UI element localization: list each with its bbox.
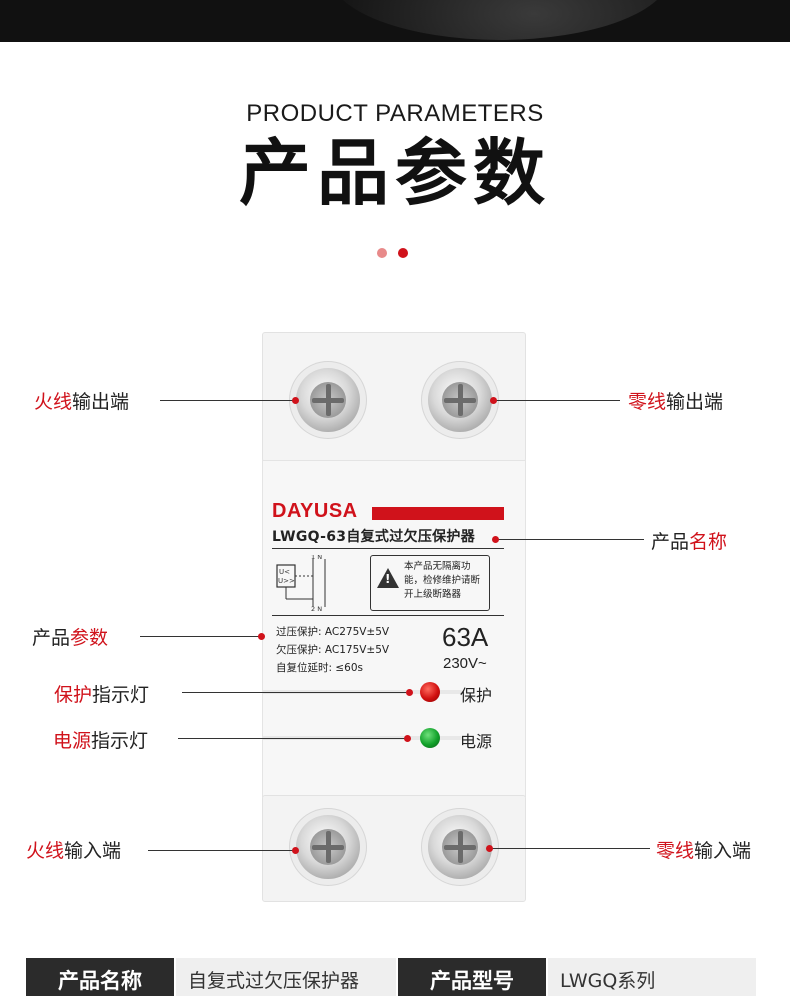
decor-dot-red — [398, 248, 408, 258]
callout-line — [160, 400, 296, 401]
schematic-box-text-1: U< — [279, 568, 290, 576]
callout-dot — [404, 735, 411, 742]
spec-undervoltage: 欠压保护: AC175V±5V — [276, 644, 390, 656]
callout-product-name: 产品名称 — [651, 531, 728, 553]
callout-line — [490, 848, 650, 849]
warning-box: 本产品无隔离功能，检修维护请断开上级断路器 — [370, 555, 490, 611]
device-model-label: LWGQ-63自复式过欠压保护器 — [272, 529, 476, 545]
brand-logo-text: DAYUSA — [272, 500, 358, 522]
product-name-value: 自复式过欠压保护器 — [176, 958, 396, 996]
current-rating: 63A — [442, 622, 489, 652]
section-title-en: PRODUCT PARAMETERS — [246, 100, 544, 127]
callout-dot — [492, 536, 499, 543]
callout-power-light: 电源指示灯 — [53, 730, 149, 752]
live-input-screw-icon — [296, 815, 360, 879]
spec-overvoltage: 过压保护: AC275V±5V — [276, 626, 390, 638]
live-output-screw-icon — [296, 368, 360, 432]
power-led-label: 电源 — [460, 732, 493, 751]
section-title-cn: 产品参数 — [238, 131, 551, 215]
neutral-input-screw-icon — [428, 815, 492, 879]
callout-protect-light: 保护指示灯 — [54, 684, 150, 706]
neutral-output-screw-icon — [428, 368, 492, 432]
callout-line — [496, 539, 644, 540]
spec-divider — [272, 615, 504, 616]
callout-neutral-input: 零线输入端 — [656, 840, 752, 862]
decor-dot-light — [377, 248, 387, 258]
callout-dot — [292, 397, 299, 404]
product-name-header: 产品名称 — [26, 958, 174, 996]
callout-line — [494, 400, 620, 401]
banner-decoration — [330, 0, 670, 40]
product-info-table: 产品名称 自复式过欠压保护器 产品型号 LWGQ系列 — [26, 958, 756, 996]
callout-line — [148, 850, 296, 851]
schematic-bottom-label: 2 N — [311, 605, 322, 611]
callout-line — [178, 738, 406, 739]
label-divider — [272, 548, 504, 549]
callout-live-output: 火线输出端 — [34, 391, 130, 413]
product-type-header: 产品型号 — [398, 958, 546, 996]
protection-led-icon — [420, 682, 440, 702]
callout-dot — [490, 397, 497, 404]
callout-line — [140, 636, 262, 637]
callout-live-input: 火线输入端 — [26, 840, 122, 862]
callout-line — [182, 692, 406, 693]
warning-text: 本产品无隔离功能，检修维护请断开上级断路器 — [404, 561, 481, 600]
callout-neutral-output: 零线输出端 — [628, 391, 724, 413]
voltage-rating: 230V~ — [443, 655, 487, 672]
spec-reset-delay: 自复位延时: ≤60s — [276, 662, 364, 674]
product-type-value: LWGQ系列 — [548, 958, 756, 996]
warning-triangle-icon — [377, 568, 399, 588]
callout-dot — [406, 689, 413, 696]
callout-product-params: 产品参数 — [32, 627, 109, 649]
schematic-box-text-2: U>> — [278, 577, 295, 585]
callout-dot — [486, 845, 493, 852]
callout-dot — [258, 633, 265, 640]
top-banner-strip — [0, 0, 790, 42]
power-led-icon — [420, 728, 440, 748]
schematic-top-label: 1 N — [311, 555, 322, 561]
circuit-schematic-icon: U< U>> 1 N 2 N — [276, 555, 326, 611]
brand-bar — [372, 507, 504, 520]
protection-led-label: 保护 — [460, 686, 493, 705]
callout-dot — [292, 847, 299, 854]
